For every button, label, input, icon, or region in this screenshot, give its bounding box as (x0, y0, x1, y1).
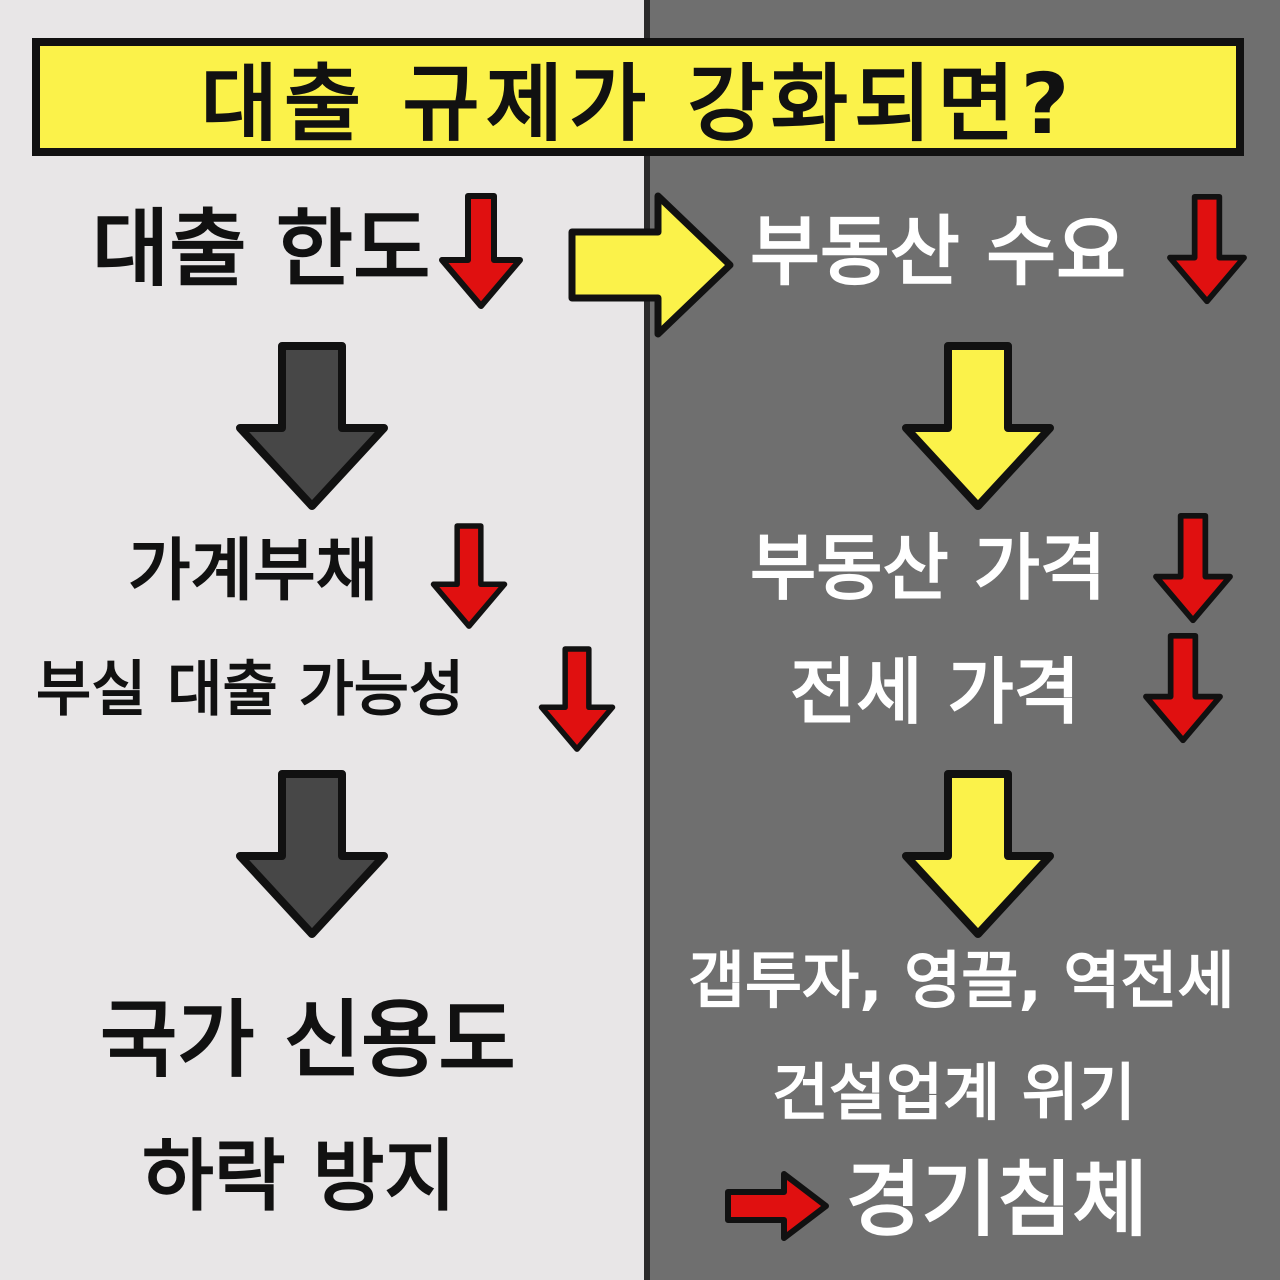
credit-rating-label-line1: 국가 신용도 (100, 991, 516, 1089)
bad-loan-possibility-label: 부실 대출 가능성 (36, 655, 465, 725)
yellow-right-arrow-icon (568, 192, 734, 338)
loan-limit-label: 대출 한도 (92, 200, 431, 298)
real-estate-demand-label: 부동산 수요 (750, 207, 1127, 296)
title-banner: 대출 규제가 강화되면? (32, 38, 1244, 156)
recession-label: 경기침체 (846, 1153, 1148, 1248)
risk-label-line2: 건설업계 위기 (772, 1056, 1136, 1129)
page-title: 대출 규제가 강화되면? (200, 54, 1076, 153)
dark-down-arrow-icon (236, 770, 388, 938)
jeonse-price-label: 전세 가격 (790, 650, 1081, 734)
red-down-arrow-icon (439, 193, 523, 309)
household-debt-label: 가계부채 (128, 532, 379, 611)
risk-label-line1: 갭투자, 영끌, 역전세 (688, 944, 1235, 1017)
red-right-arrow-icon (725, 1171, 829, 1241)
yellow-down-arrow-icon (902, 342, 1054, 510)
real-estate-price-label: 부동산 가격 (750, 526, 1107, 610)
dark-down-arrow-icon (236, 342, 388, 510)
yellow-down-arrow-icon (902, 770, 1054, 938)
red-down-arrow-icon (1167, 193, 1247, 305)
red-down-arrow-icon (538, 646, 616, 752)
red-down-arrow-icon (1153, 512, 1233, 624)
panel-divider (644, 0, 650, 1280)
red-down-arrow-icon (430, 523, 508, 629)
red-down-arrow-icon (1143, 632, 1223, 744)
left-panel (0, 0, 648, 1280)
credit-rating-label-line2: 하락 방지 (142, 1132, 457, 1222)
